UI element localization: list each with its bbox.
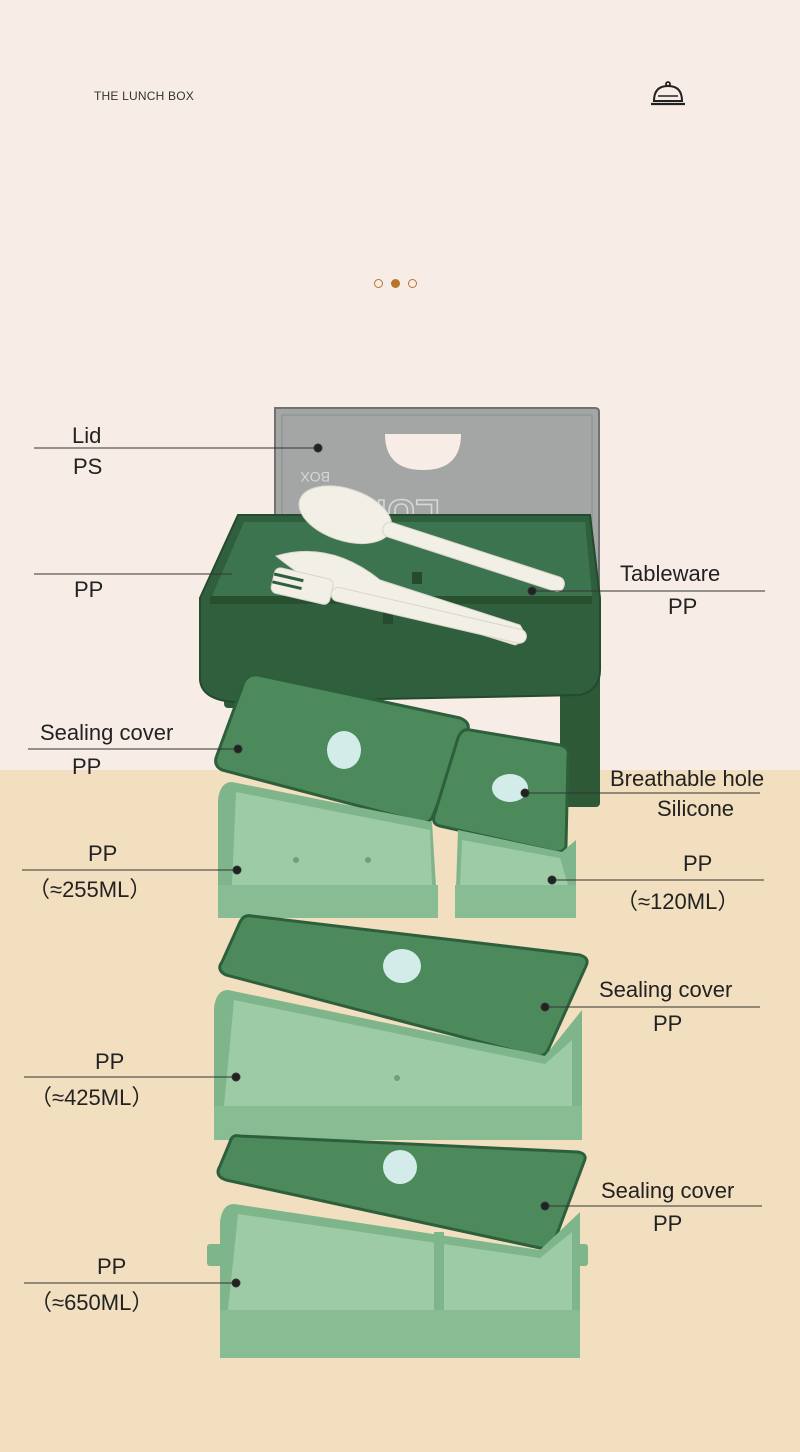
callout-lid-material: PS bbox=[73, 454, 103, 479]
tableware-set bbox=[270, 485, 565, 646]
callout-sealing-mid-name: Sealing cover bbox=[599, 977, 733, 1002]
callout-sealing-mid-material: PP bbox=[653, 1011, 683, 1036]
sealing-cover-small bbox=[432, 728, 570, 854]
box-255ml bbox=[218, 782, 438, 918]
brand-title: THE LUNCH BOX bbox=[94, 89, 194, 103]
box-650ml bbox=[207, 1204, 588, 1358]
carousel-indicator bbox=[374, 279, 417, 288]
callout-box-650-material: PP bbox=[97, 1254, 127, 1279]
callout-box-120-material: PP bbox=[683, 851, 713, 876]
sealing-cover-bottom bbox=[216, 1134, 587, 1250]
callout-lines bbox=[22, 443, 765, 1288]
callout-breathable-material: Silicone bbox=[657, 796, 735, 821]
callout-breathable-name: Breathable hole bbox=[610, 766, 765, 791]
callout-frame-material: PP bbox=[74, 577, 104, 602]
callout-box-120-capacity: （≈120ML） bbox=[616, 889, 740, 914]
callout-sealing-bottom-name: Sealing cover bbox=[601, 1178, 735, 1203]
callout-sealing-top-material: PP bbox=[72, 754, 102, 779]
callout-box-425-material: PP bbox=[95, 1049, 125, 1074]
callout-sealing-bottom-material: PP bbox=[653, 1211, 683, 1236]
lid-print-box: BOX bbox=[300, 469, 330, 485]
callout-box-650-capacity: （≈650ML） bbox=[30, 1290, 154, 1315]
callout-box-255-material: PP bbox=[88, 841, 118, 866]
callout-box-255-capacity: （≈255ML） bbox=[28, 877, 152, 902]
sealing-cover-top bbox=[214, 673, 470, 824]
cloche-icon[interactable] bbox=[650, 80, 686, 108]
box-120ml bbox=[455, 830, 576, 918]
callout-lid-name: Lid bbox=[72, 423, 102, 448]
callout-tableware-name: Tableware bbox=[620, 561, 721, 586]
carousel-dot-3[interactable] bbox=[408, 279, 417, 288]
carousel-dot-1[interactable] bbox=[374, 279, 383, 288]
callout-tableware-material: PP bbox=[668, 594, 698, 619]
box-425ml bbox=[214, 990, 582, 1140]
carousel-dot-2[interactable] bbox=[391, 279, 400, 288]
callout-sealing-top-name: Sealing cover bbox=[40, 720, 174, 745]
callout-box-425-capacity: （≈425ML） bbox=[30, 1085, 154, 1110]
